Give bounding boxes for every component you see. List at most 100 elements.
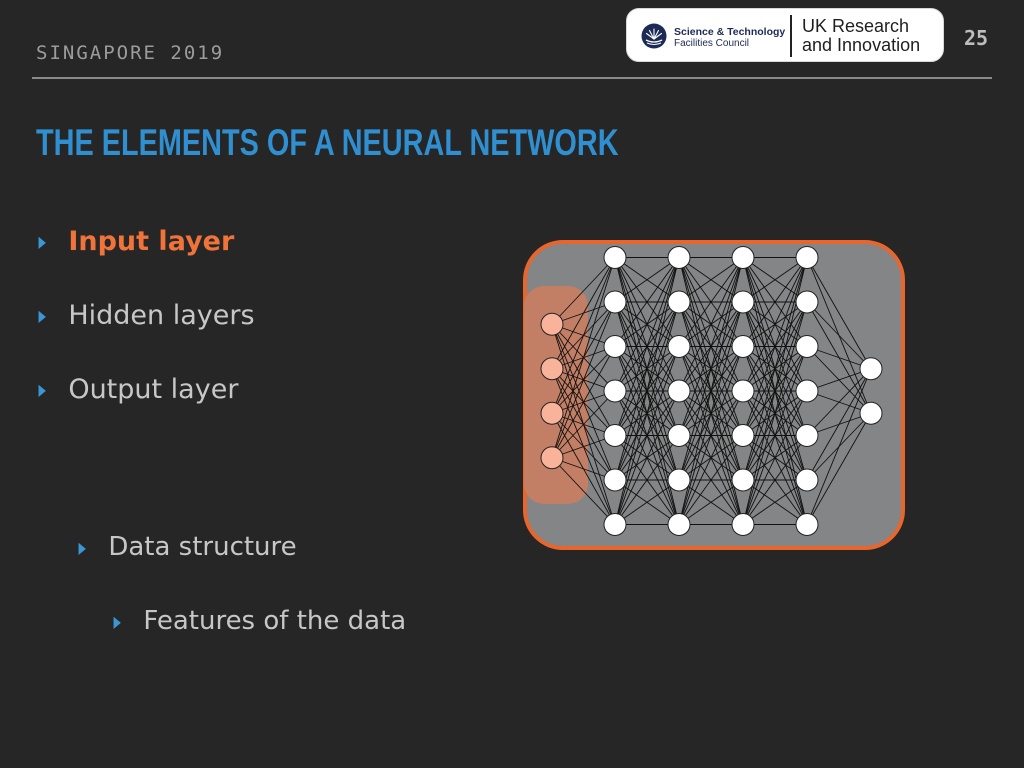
hidden-node-3-2 xyxy=(731,335,755,358)
connection-3-1-0 xyxy=(742,257,808,303)
ukri-line-1: UK Research xyxy=(802,16,910,36)
bullet-input-layer: ▶ Input layer xyxy=(36,226,234,257)
neural-network-diagram xyxy=(523,240,905,550)
sub-bullet-data-structure: ▶ Data structure xyxy=(76,532,297,562)
connection-0-2-0 xyxy=(551,257,616,414)
hidden-node-4-3 xyxy=(795,379,819,403)
connection-2-6-3 xyxy=(678,390,744,525)
connection-2-6-5 xyxy=(678,479,744,525)
connection-2-6-1 xyxy=(678,301,744,525)
network-nodes xyxy=(540,246,883,536)
connection-0-3-3 xyxy=(551,390,616,459)
hidden-node-1-3 xyxy=(603,379,627,403)
page-number: 25 xyxy=(964,26,989,50)
bullet-hidden-layers: ▶ Hidden layers xyxy=(36,300,255,331)
connection-2-6-2 xyxy=(678,346,744,525)
ukri-line-2: and Innovation xyxy=(802,35,921,55)
connection-2-4-0 xyxy=(678,257,744,436)
connection-0-0-0 xyxy=(551,257,616,325)
hidden-node-1-4 xyxy=(603,424,627,447)
connection-3-3-0 xyxy=(742,257,808,392)
hidden-node-3-6 xyxy=(731,513,755,536)
hidden-node-3-0 xyxy=(731,246,755,269)
hidden-node-1-2 xyxy=(603,335,627,358)
bullet-label: Input layer xyxy=(68,226,235,257)
connection-3-6-5 xyxy=(742,479,808,525)
hidden-node-2-6 xyxy=(667,513,691,536)
hidden-node-3-1 xyxy=(731,290,755,314)
connection-1-2-0 xyxy=(614,257,680,347)
connection-2-1-0 xyxy=(678,257,744,303)
connection-4-1-0 xyxy=(806,301,872,370)
hidden-node-1-0 xyxy=(603,246,627,269)
connection-4-0-0 xyxy=(806,257,872,369)
connection-1-5-0 xyxy=(614,257,680,481)
connection-0-3-2 xyxy=(551,346,616,458)
hidden-node-2-1 xyxy=(667,290,691,314)
hidden-node-4-0 xyxy=(795,246,819,269)
output-node-5-0 xyxy=(859,357,883,381)
connection-3-4-0 xyxy=(742,257,808,436)
connection-1-1-0 xyxy=(614,257,680,303)
output-node-5-1 xyxy=(859,401,883,425)
connection-4-4-0 xyxy=(806,368,872,436)
hidden-node-4-4 xyxy=(795,424,819,447)
connection-0-3-0 xyxy=(551,257,616,458)
connection-3-6-3 xyxy=(742,390,808,525)
connection-3-5-0 xyxy=(742,257,808,481)
bullet-output-layer: ▶ Output layer xyxy=(36,374,238,405)
hidden-node-2-0 xyxy=(667,246,691,269)
hidden-node-2-3 xyxy=(667,379,691,403)
connection-0-1-0 xyxy=(551,257,616,369)
logo-divider xyxy=(790,15,792,57)
hidden-node-1-5 xyxy=(603,468,627,492)
sub-bullet-label: Data structure xyxy=(108,532,297,562)
connection-4-5-0 xyxy=(806,368,872,481)
sub-bullet-features: ▶ Features of the data xyxy=(111,606,406,636)
connection-1-6-3 xyxy=(614,390,680,525)
hidden-node-4-5 xyxy=(795,468,819,492)
connection-1-6-4 xyxy=(614,435,680,525)
connection-3-6-4 xyxy=(742,435,808,525)
bullet-arrow-icon: ▶ xyxy=(113,611,121,631)
connection-1-4-0 xyxy=(614,257,680,436)
connection-2-3-0 xyxy=(678,257,744,392)
hidden-node-4-1 xyxy=(795,290,819,314)
hidden-node-4-6 xyxy=(795,513,819,536)
connection-0-3-1 xyxy=(551,301,616,458)
stfc-line-1: Science & Technology xyxy=(674,26,786,38)
connection-3-6-2 xyxy=(742,346,808,525)
hidden-node-1-6 xyxy=(603,513,627,536)
connection-4-6-0 xyxy=(806,368,872,525)
hidden-node-2-2 xyxy=(667,335,691,358)
partner-logo: Science & Technology Facilities Council … xyxy=(626,8,944,62)
stfc-wordmark: Science & Technology Facilities Council xyxy=(674,26,785,50)
hidden-node-2-4 xyxy=(667,424,691,447)
bullet-arrow-icon: ▶ xyxy=(78,537,86,557)
input-node-0-1 xyxy=(540,357,564,381)
stfc-seal-icon xyxy=(641,23,667,49)
bullet-arrow-icon: ▶ xyxy=(38,380,46,399)
input-node-0-3 xyxy=(540,446,564,470)
hidden-node-2-5 xyxy=(667,468,691,492)
input-node-0-0 xyxy=(540,312,564,336)
connection-0-3-6 xyxy=(551,457,616,525)
connection-1-6-5 xyxy=(614,479,680,525)
connection-1-6-1 xyxy=(614,301,680,525)
bullet-label: Hidden layers xyxy=(68,300,255,331)
connection-3-2-0 xyxy=(742,257,808,347)
connection-3-6-1 xyxy=(742,301,808,525)
hidden-node-3-5 xyxy=(731,468,755,492)
input-node-0-2 xyxy=(540,401,564,425)
connection-1-6-2 xyxy=(614,346,680,525)
hidden-node-3-3 xyxy=(731,379,755,403)
bullet-arrow-icon: ▶ xyxy=(38,306,46,325)
input-layer-highlight xyxy=(524,286,588,504)
ukri-wordmark: UK Research and Innovation xyxy=(802,17,920,55)
connection-1-3-0 xyxy=(614,257,680,392)
sub-bullet-label: Features of the data xyxy=(143,606,407,636)
slide-title: THE ELEMENTS OF A NEURAL NETWORK xyxy=(36,122,619,163)
connection-2-2-0 xyxy=(678,257,744,347)
connection-4-6-1 xyxy=(806,413,872,525)
hidden-node-1-1 xyxy=(603,290,627,314)
